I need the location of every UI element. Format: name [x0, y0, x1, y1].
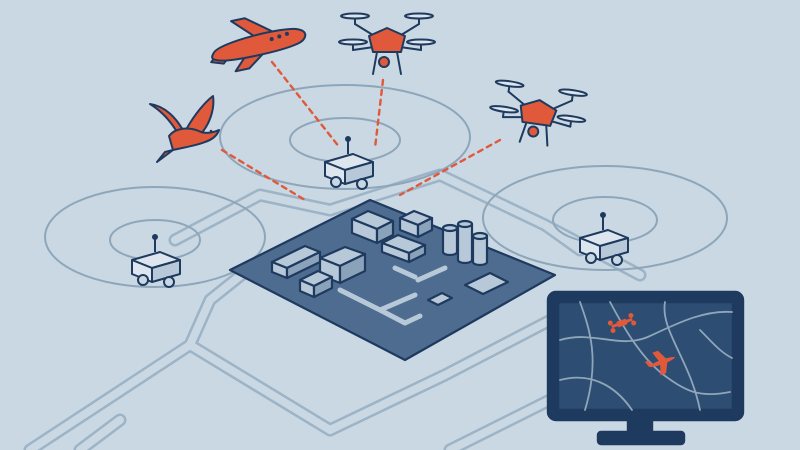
- airplane-icon: [210, 17, 307, 73]
- quadcopter-drone-top: [338, 12, 436, 75]
- airplane-blip-icon: [644, 350, 676, 376]
- quadcopter-drone-icon: [489, 79, 588, 147]
- detection-links: [220, 60, 502, 202]
- sensor-unit-right: [579, 212, 629, 266]
- sensor-unit-left: [131, 234, 181, 288]
- quadcopter-drone-icon: [338, 12, 436, 75]
- sensor-unit-center: [324, 136, 374, 190]
- storage-tanks: [441, 219, 489, 267]
- road-network: [23, 168, 647, 450]
- quadcopter-drone-right: [489, 79, 588, 147]
- building-annex: [426, 291, 454, 307]
- monitor-icon: [546, 290, 745, 446]
- building-large-center: [318, 245, 367, 285]
- building-right-block: [398, 209, 434, 239]
- building-long-left: [270, 244, 322, 280]
- building-mid-right: [380, 233, 427, 264]
- bird-icon: [149, 95, 220, 163]
- facility-compound: [228, 198, 557, 362]
- internal-walls: [337, 265, 448, 326]
- loading-pad: [463, 271, 510, 296]
- building-small-front-left: [298, 269, 334, 299]
- radar-sensor-icon: [131, 234, 181, 288]
- radar-sensor-icon: [579, 212, 629, 266]
- drone-blip-icon: [607, 312, 637, 334]
- radar-sensor-icon: [324, 136, 374, 190]
- building-tall-back: [350, 209, 395, 245]
